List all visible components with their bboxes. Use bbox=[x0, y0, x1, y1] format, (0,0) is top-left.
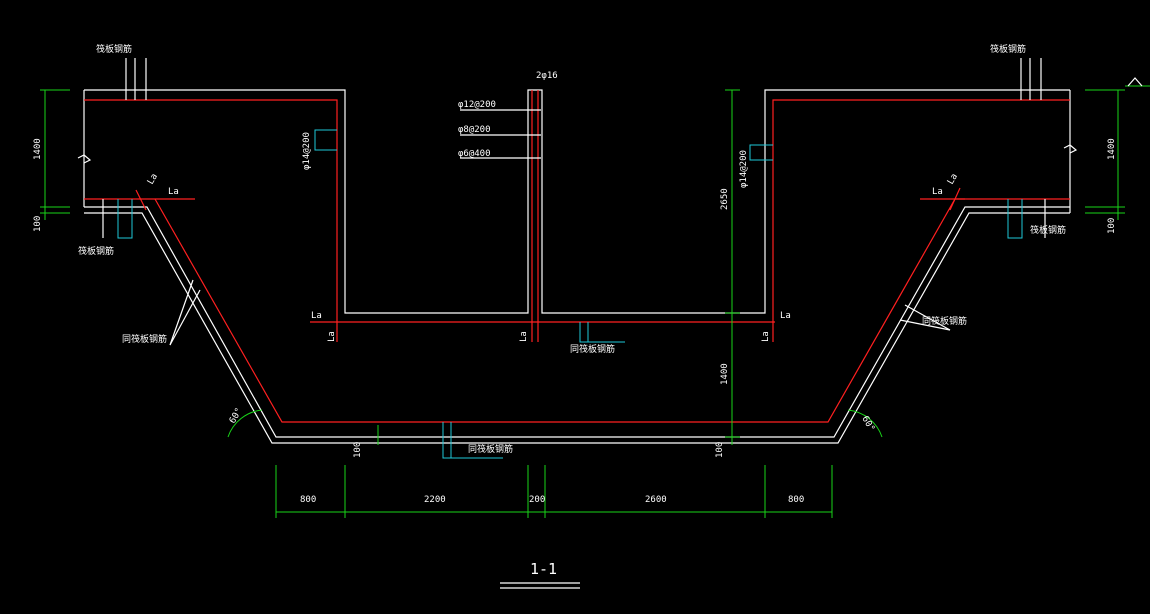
la-label-8: La bbox=[932, 187, 943, 197]
dim-left-small: 100 bbox=[33, 216, 43, 232]
slab-label-slope-right: 同筏板钢筋 bbox=[922, 315, 967, 327]
slab-label-top-right: 筏板钢筋 bbox=[990, 43, 1026, 55]
la-label-1: La bbox=[168, 187, 179, 197]
slab-label-mid-right: 筏板钢筋 bbox=[1030, 224, 1066, 236]
dim-bottom-2: 2200 bbox=[424, 495, 446, 505]
dimension-lines bbox=[40, 77, 1150, 518]
angle-right: 60° bbox=[859, 415, 876, 434]
dim-bottom-left-100: 100 bbox=[353, 442, 363, 458]
rebar-center-1: φ12@200 bbox=[458, 100, 496, 110]
rebar-center-3: φ6@400 bbox=[458, 149, 491, 159]
break-mark-right bbox=[1063, 144, 1078, 154]
slab-label-top-left: 筏板钢筋 bbox=[96, 43, 132, 55]
slab-label-bottom: 同筏板钢筋 bbox=[468, 443, 513, 455]
break-mark-left bbox=[77, 154, 92, 164]
la-label-9: La bbox=[946, 172, 960, 186]
rebar-center-top: 2φ16 bbox=[536, 71, 558, 81]
la-label-5: La bbox=[519, 331, 529, 342]
dim-bottom-1: 800 bbox=[300, 495, 316, 505]
rebar-left-wall: φ14@200 bbox=[302, 132, 312, 170]
rebar-center-2: φ8@200 bbox=[458, 125, 491, 135]
dim-bottom-5: 800 bbox=[788, 495, 804, 505]
dim-right-small: 100 bbox=[1107, 218, 1117, 234]
rebar-lines bbox=[84, 90, 1070, 423]
la-label-7: La bbox=[761, 331, 771, 342]
dim-bottom-3: 200 bbox=[529, 495, 545, 505]
dim-lower-height: 1400 bbox=[720, 363, 730, 385]
dim-right-top: 1400 bbox=[1107, 138, 1117, 160]
slab-label-center-bottom: 同筏板钢筋 bbox=[570, 343, 615, 355]
la-label-2: La bbox=[146, 172, 160, 186]
dim-bottom-right-100: 100 bbox=[715, 442, 725, 458]
section-title: 1-1 bbox=[530, 560, 557, 578]
angle-left: 60° bbox=[228, 406, 245, 425]
la-label-3: La bbox=[311, 311, 322, 321]
slab-label-mid-left: 筏板钢筋 bbox=[78, 245, 114, 257]
dim-bottom-4: 2600 bbox=[645, 495, 667, 505]
slab-label-slope-left: 同筏板钢筋 bbox=[122, 333, 167, 345]
leader-lines bbox=[102, 58, 1046, 459]
concrete-outline bbox=[83, 89, 1071, 444]
la-label-6: La bbox=[780, 311, 791, 321]
dim-wall-height: 2650 bbox=[720, 188, 730, 210]
rebar-right-wall: φ14@200 bbox=[739, 150, 749, 188]
la-label-4: La bbox=[327, 331, 337, 342]
dim-left-top: 1400 bbox=[33, 138, 43, 160]
